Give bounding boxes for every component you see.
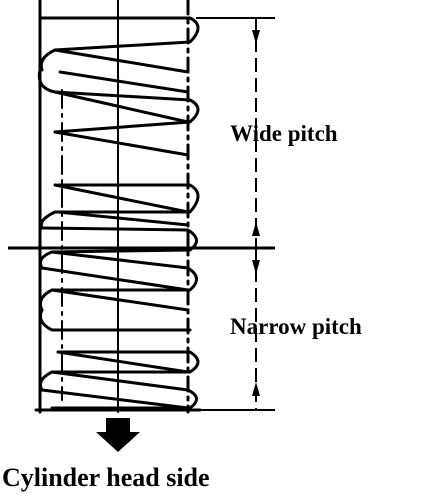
coil-top-7 — [53, 183, 190, 227]
coil-mid-4 — [38, 308, 192, 332]
coil-low-1 — [38, 350, 200, 392]
cylinder-head-side-label: Cylinder head side — [2, 463, 210, 492]
dimension-markers — [196, 17, 275, 411]
coil-top-3 — [37, 68, 200, 134]
wide-pitch-coils — [37, 16, 200, 230]
dim-arrow-top — [252, 30, 260, 44]
dim-arrow-bottom — [252, 382, 260, 396]
arrow-down-icon — [96, 418, 140, 452]
narrow-pitch-label: Narrow pitch — [230, 314, 362, 339]
dim-arrow-mid-down — [252, 260, 260, 274]
narrow-pitch-coils — [38, 226, 200, 410]
coil-mid-2 — [38, 250, 198, 312]
coil-top-5 — [38, 130, 190, 162]
dim-arrow-mid-up — [252, 222, 260, 236]
coil-top-6 — [39, 183, 200, 230]
coil-mid-1 — [38, 226, 198, 270]
coil-top-2 — [53, 48, 190, 74]
coil-low-3 — [40, 350, 190, 410]
coil-top-1 — [38, 16, 200, 72]
spring-drawing — [34, 0, 202, 414]
coil-low-2 — [50, 370, 198, 410]
wide-pitch-label: Wide pitch — [230, 121, 338, 146]
coil-mid-3 — [40, 266, 190, 312]
coil-top-4 — [53, 70, 190, 124]
